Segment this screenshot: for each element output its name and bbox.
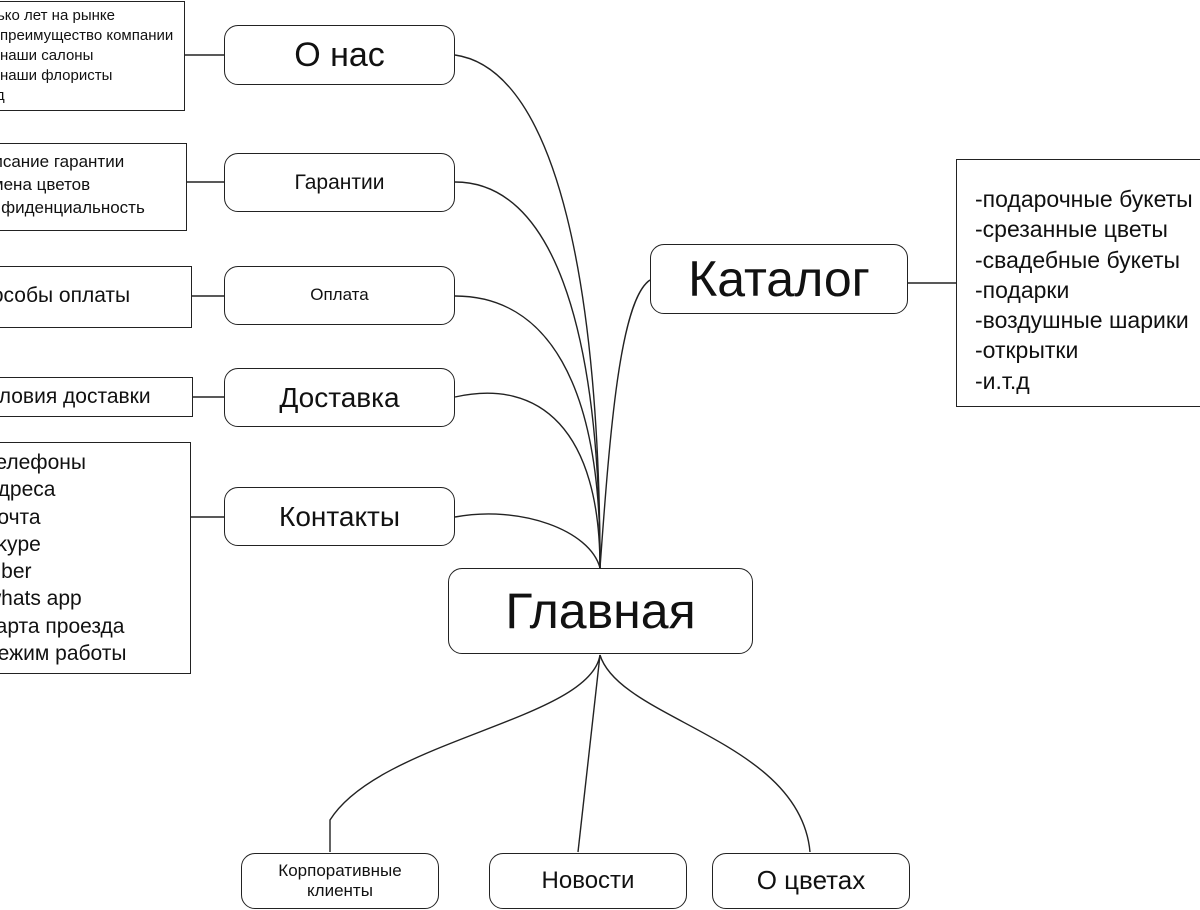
- contacts-note-line: -режим работы: [0, 642, 127, 666]
- catalog-note-line: -свадебные букеты: [975, 246, 1181, 273]
- guarantees-note: -описание гарантии -замена цветов -конфи…: [0, 143, 187, 231]
- edge-main-corporate: [329, 654, 601, 852]
- about-note: -сколько лет на рынке -преимущество комп…: [0, 1, 185, 111]
- catalog-note-line: -подарки: [975, 276, 1070, 303]
- about-note-line: -наши салоны: [0, 47, 94, 64]
- contacts-note-line: -whats app: [0, 587, 82, 611]
- node-contacts-label: Контакты: [279, 500, 400, 532]
- payment-note-line: -способы оплаты: [0, 284, 131, 307]
- node-guarantees: Гарантии: [224, 153, 455, 212]
- node-about-label: О нас: [294, 35, 385, 74]
- edge-main-contacts: [454, 513, 601, 569]
- node-contacts: Контакты: [224, 487, 455, 546]
- contacts-note-line: -viber: [0, 560, 32, 584]
- guarantees-note-line: -конфиденциальность: [0, 198, 145, 217]
- node-main-label: Главная: [505, 583, 696, 639]
- node-news-label: Новости: [541, 866, 635, 894]
- node-catalog: Каталог: [650, 244, 908, 314]
- node-corporate: Корпоративные клиенты: [241, 853, 439, 909]
- contacts-note: -телефоны -адреса -почта -skype -viber -…: [0, 442, 191, 674]
- about-note-line: -преимущество компании: [0, 27, 174, 44]
- edge-main-guarantees: [454, 181, 601, 569]
- edge-main-catalog: [599, 279, 651, 569]
- about-note-line: -наши флористы: [0, 67, 113, 84]
- catalog-note-line: -подарочные букеты: [975, 186, 1193, 212]
- contacts-note-line: -почта: [0, 505, 41, 529]
- node-catalog-label: Каталог: [688, 251, 870, 307]
- edge-main-news: [577, 654, 601, 853]
- node-delivery: Доставка: [224, 368, 455, 427]
- payment-note: -способы оплаты: [0, 266, 192, 328]
- node-payment-label: Оплата: [310, 285, 369, 305]
- catalog-note-line: -срезанные цветы: [975, 216, 1168, 243]
- node-delivery-label: Доставка: [279, 381, 400, 413]
- node-flowers-label: О цветах: [756, 865, 866, 896]
- node-guarantees-label: Гарантии: [294, 170, 385, 194]
- catalog-note: -подарочные букеты -срезанные цветы -сва…: [956, 159, 1200, 407]
- node-main: Главная: [448, 568, 753, 654]
- edge-main-delivery: [454, 392, 601, 569]
- node-corporate-label: Корпоративные клиенты: [278, 860, 402, 900]
- guarantees-note-line: -описание гарантии: [0, 152, 125, 171]
- guarantees-note-line: -замена цветов: [0, 175, 91, 194]
- edge-main-about: [454, 54, 601, 569]
- contacts-note-line: -skype: [0, 532, 41, 556]
- about-note-line: -и.т.д: [0, 86, 184, 106]
- edge-main-payment: [454, 295, 601, 569]
- catalog-note-line: -и.т.д: [975, 367, 1030, 394]
- catalog-note-line: -воздушные шарики: [975, 307, 1189, 334]
- edge-main-flowers: [599, 654, 811, 853]
- node-flowers: О цветах: [712, 853, 910, 909]
- contacts-note-line: -телефоны: [0, 451, 86, 474]
- catalog-note-line: -открытки: [975, 337, 1079, 364]
- node-payment: Оплата: [224, 266, 455, 325]
- node-news: Новости: [489, 853, 687, 909]
- node-about: О нас: [224, 25, 455, 85]
- delivery-note-line: -условия доставки: [0, 385, 151, 408]
- delivery-note: -условия доставки: [0, 377, 193, 417]
- contacts-note-line: -адреса: [0, 478, 56, 502]
- contacts-note-line: -карта проезда: [0, 614, 125, 638]
- about-note-line: -сколько лет на рынке: [0, 7, 115, 24]
